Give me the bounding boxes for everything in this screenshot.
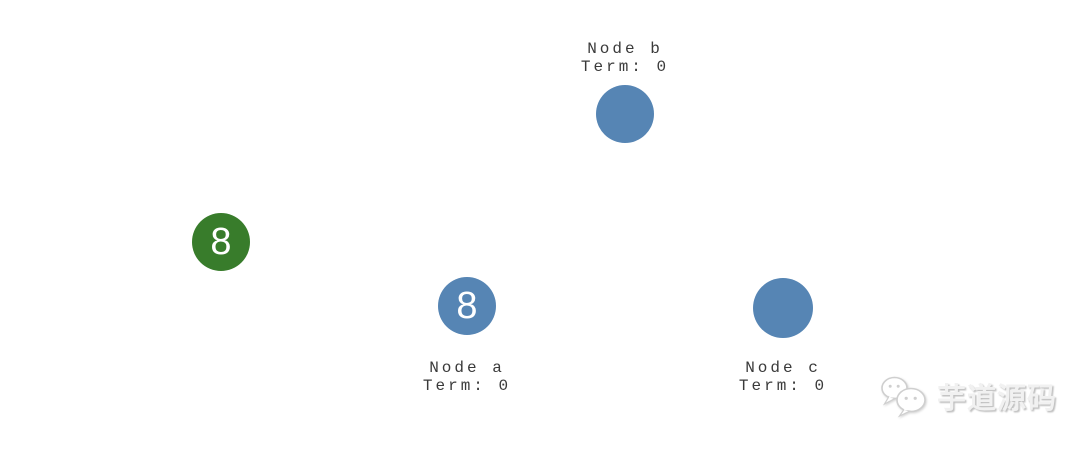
watermark-text: 芋道源码 <box>937 383 1058 415</box>
node-c-name: Node c <box>745 359 821 377</box>
node-b-label: Node b Term: 0 <box>545 40 705 76</box>
node-a-name: Node a <box>429 359 505 377</box>
node-b-term: Term: 0 <box>580 58 670 76</box>
node-c-term: Term: 0 <box>738 377 828 395</box>
node-a-term: Term: 0 <box>422 377 512 395</box>
client-request-value: 8 <box>210 221 232 263</box>
node-b-name: Node b <box>587 40 663 58</box>
node-c-label: Node c Term: 0 <box>703 359 863 395</box>
node-b-circle[interactable] <box>596 85 654 143</box>
wechat-icon <box>881 376 926 418</box>
watermark: 芋道源码 <box>880 374 1057 418</box>
node-a-circle[interactable]: 8 <box>438 277 496 335</box>
node-a-value: 8 <box>456 285 478 327</box>
node-a-label: Node a Term: 0 <box>387 359 547 395</box>
node-c-circle[interactable] <box>753 278 813 338</box>
client-request-circle[interactable]: 8 <box>192 213 250 271</box>
